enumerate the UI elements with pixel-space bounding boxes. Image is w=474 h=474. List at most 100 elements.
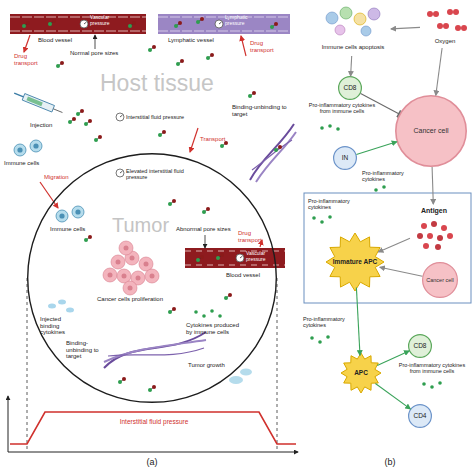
cytokine [210, 309, 214, 313]
oxygen-atom [453, 9, 459, 15]
y-axis [8, 396, 9, 452]
immune-cell [72, 206, 84, 218]
node-label: Cancer cell [422, 262, 458, 298]
drug-particle [94, 135, 102, 142]
apoptosis-node: Immune cells apoptosis [315, 6, 391, 56]
panel-label: (b) [378, 458, 402, 468]
connector [391, 27, 420, 29]
part-label: Elevated interstitial fluid pressure [126, 168, 196, 180]
node-label: Antigen [410, 207, 458, 215]
cytokine [326, 335, 330, 339]
part-label: Interstitial fluid pressure [126, 114, 206, 120]
drug-particle [56, 61, 64, 68]
cytokine [336, 127, 340, 131]
pressure-gauge [215, 20, 223, 28]
oxygen-atom [447, 9, 453, 15]
group-box [304, 193, 471, 303]
part-label: Pro-inflammatory cytokines [303, 316, 353, 328]
region-title: Host tissue [100, 71, 260, 96]
axis-label: Interstitial fluid pressure [104, 418, 204, 425]
cell-circle-shape [339, 77, 362, 100]
antigen-dot [431, 221, 437, 227]
immune-cell [30, 140, 42, 152]
target-fiber [256, 132, 296, 182]
dying-cell [335, 25, 345, 35]
oxygen-atom [427, 11, 433, 17]
x-axis [8, 452, 298, 453]
cell-circle-shape [409, 405, 432, 428]
antigen-dot [437, 235, 443, 241]
process-label: Transport [200, 136, 240, 143]
drug-particle [274, 145, 282, 152]
connector [378, 238, 410, 252]
panel-label: (a) [140, 458, 164, 468]
part-label: Abnormal pore sizes [176, 226, 236, 233]
drug-particle [118, 377, 126, 384]
node-label: CD8 [338, 76, 362, 100]
cancer-cell-shape [423, 263, 458, 298]
antigen-dot [441, 225, 447, 231]
cytokine [318, 340, 322, 344]
transport-arrow [24, 35, 30, 52]
part-label: Cancer cells proliferation [92, 296, 168, 303]
oxygen-node: Oxygen [420, 4, 470, 48]
oxygen-atom [433, 11, 439, 17]
process-label: Drug transport [14, 53, 48, 66]
part-label: Pro-inflammatory cytokines [308, 198, 368, 210]
immune-cell [56, 210, 68, 222]
connector [377, 351, 409, 366]
cancer-cell: Cancer cell [422, 262, 458, 298]
part-label: Pro-inflammatory cytokines from immune c… [306, 102, 378, 114]
vessel-wall [10, 31, 146, 32]
cancer-cell [145, 269, 159, 283]
cancer-cell [123, 281, 137, 295]
cancer-cell: Cancer cell [395, 95, 467, 167]
apc-cell: APC [340, 352, 382, 394]
part-label: Cytokines produced by immune cells [186, 322, 242, 335]
node-label: Immature APC [322, 232, 388, 292]
part-label: Injected binding cytokines [40, 316, 82, 336]
vessel-wall [158, 31, 290, 32]
dying-cell [326, 12, 338, 24]
vessel-label: Vascular pressure [90, 15, 124, 26]
connector [356, 288, 360, 356]
vessel-wall [10, 17, 146, 18]
connector [375, 384, 410, 409]
drug-particle [220, 141, 228, 148]
drug-particle [248, 91, 256, 98]
drug-particle [196, 17, 204, 24]
cytokine [310, 336, 314, 340]
cytokine [48, 304, 56, 309]
node-label: Oxygen [420, 38, 470, 45]
connector [351, 56, 352, 76]
connector [361, 94, 400, 115]
cytokine [422, 382, 426, 386]
drug-particle [68, 117, 76, 124]
part-label: Normal pore sizes [70, 50, 140, 57]
drug-particle [176, 59, 184, 66]
drug-particle [168, 307, 176, 314]
drug-particle [148, 385, 156, 392]
cancer-cell [119, 241, 133, 255]
cytokine [320, 220, 324, 224]
pressure-gauge [80, 20, 88, 28]
cell-circle: CD8 [408, 334, 432, 358]
node-label: IN [333, 146, 357, 170]
vessel-wall [158, 17, 290, 18]
oxygen-atom [455, 25, 461, 31]
part-label: Tumor growth [188, 362, 238, 369]
part-label: Pro-inflammatory cytokines from immune c… [393, 362, 471, 374]
drug-particle [174, 21, 182, 28]
apc-cell-shape [341, 353, 381, 393]
dying-cell [368, 8, 380, 20]
connector [356, 142, 396, 155]
drug-particle [202, 207, 210, 214]
cell-circle: CD8 [338, 76, 362, 100]
dying-cell [361, 26, 371, 36]
node-label: Immune cells apoptosis [315, 44, 391, 51]
part-label: Lymphatic vessel [168, 37, 228, 44]
cytokine [58, 300, 66, 305]
pressure-gauge [116, 169, 124, 177]
